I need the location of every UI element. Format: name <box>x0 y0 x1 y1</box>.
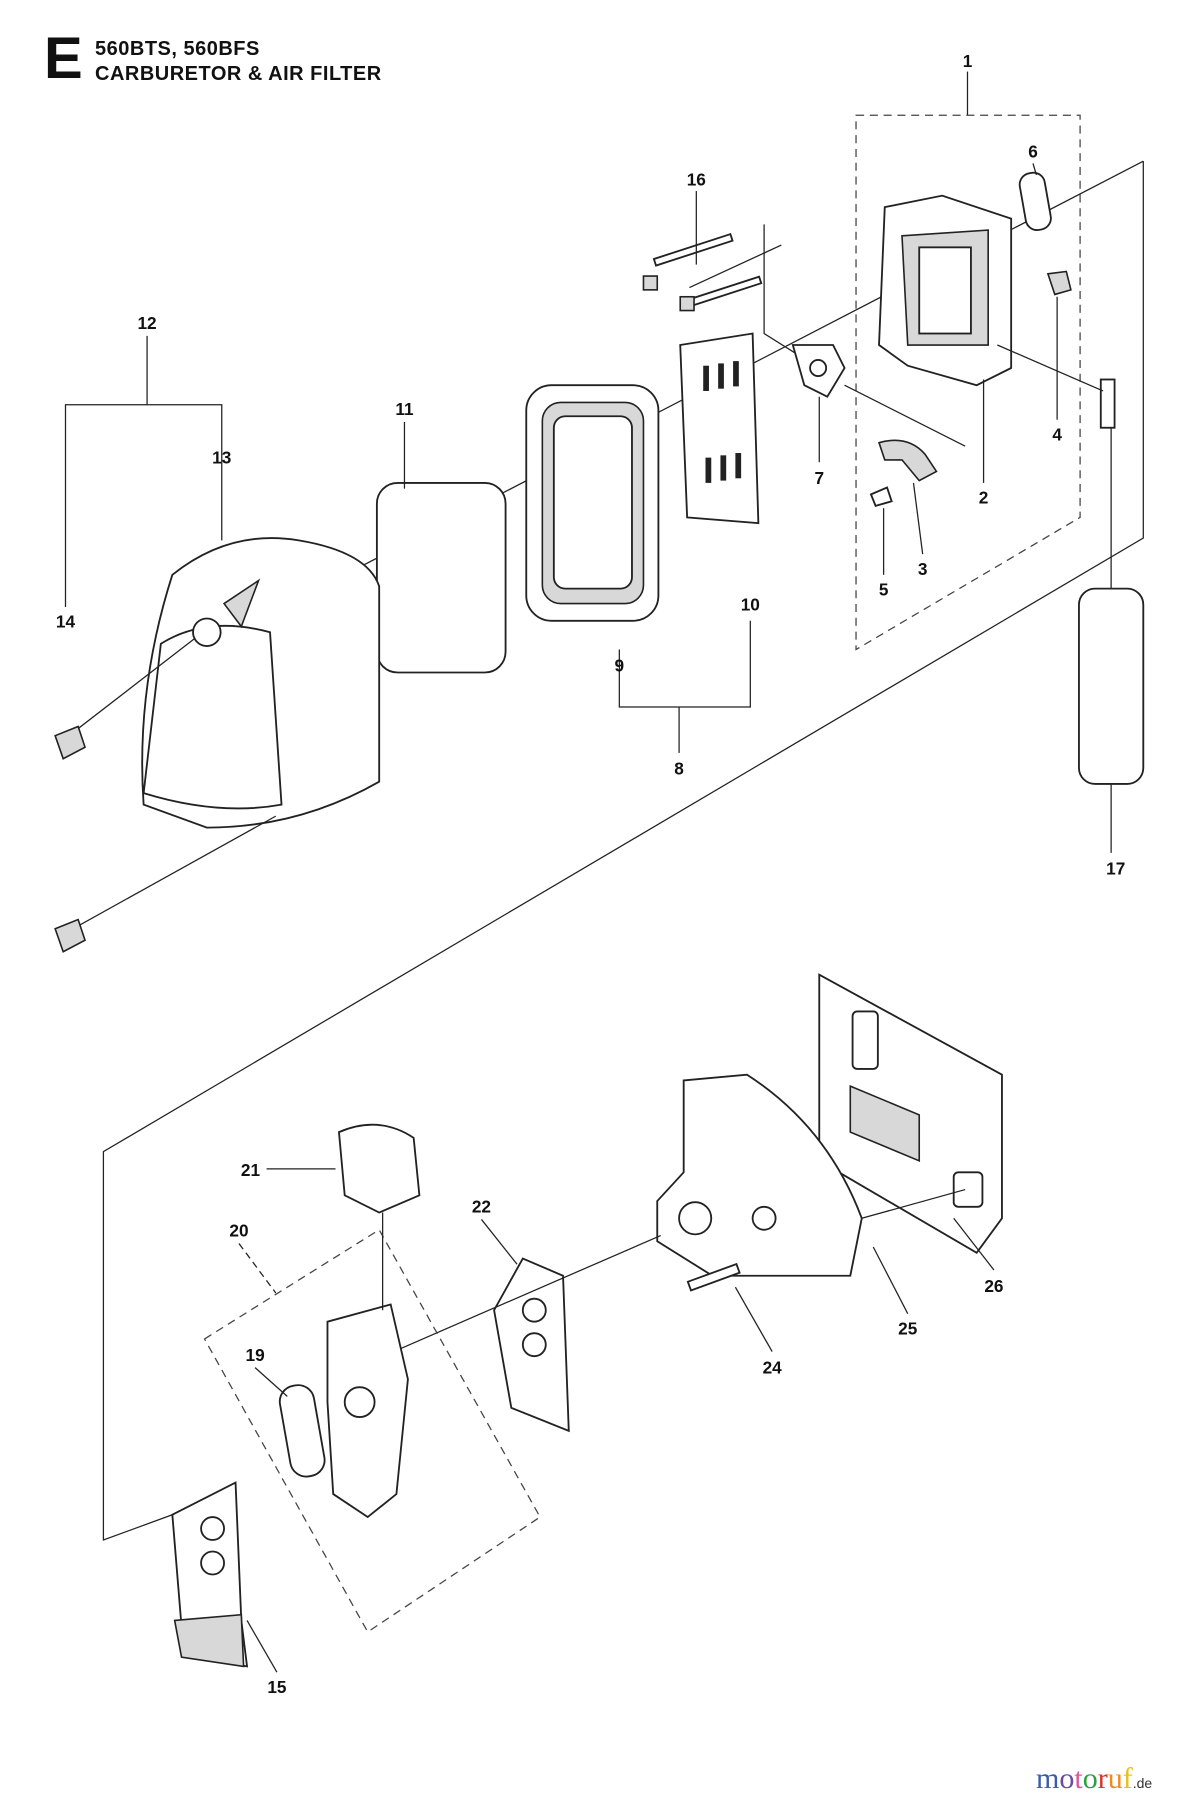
group-1-outline <box>855 114 1081 651</box>
callout-10: 10 <box>741 594 760 614</box>
callout-17: 17 <box>1106 859 1125 879</box>
callout-9: 9 <box>615 655 625 675</box>
filter-grille <box>679 332 760 525</box>
callout-15: 15 <box>267 1677 287 1697</box>
label-plate <box>1078 587 1145 785</box>
section-letter: E <box>44 26 83 91</box>
callout-1: 1 <box>963 51 973 71</box>
callout-8: 8 <box>674 759 684 779</box>
callout-21: 21 <box>241 1160 261 1180</box>
callout-19: 19 <box>246 1345 265 1365</box>
callout-2: 2 <box>979 488 989 508</box>
seal-ring <box>1018 171 1052 231</box>
wm-letter: f <box>1122 1762 1133 1795</box>
callout-11: 11 <box>395 399 414 419</box>
knob-lower <box>54 918 87 953</box>
knob-upper <box>54 725 87 760</box>
carburetor-cap <box>337 1123 421 1214</box>
callout-5: 5 <box>879 580 889 600</box>
callout-22: 22 <box>472 1197 491 1217</box>
filter-frame <box>525 384 660 622</box>
callout-26: 26 <box>984 1276 1003 1296</box>
diagram-title: CARBURETOR & AIR FILTER <box>95 63 382 85</box>
bolts <box>642 232 763 312</box>
o-ring <box>278 1384 326 1478</box>
wm-tld: .de <box>1132 1775 1153 1791</box>
air-filter-element <box>375 481 507 674</box>
wm-letter: r <box>1097 1762 1108 1795</box>
callout-25: 25 <box>898 1318 918 1338</box>
clip <box>877 439 938 482</box>
callout-3: 3 <box>918 559 928 579</box>
watermark-logo: motoruf.de <box>1036 1762 1152 1796</box>
nut <box>1046 270 1072 296</box>
wm-letter: t <box>1074 1762 1083 1795</box>
wm-letter: u <box>1107 1762 1123 1795</box>
wm-letter: m <box>1036 1762 1060 1795</box>
callout-20: 20 <box>229 1221 248 1241</box>
callout-12: 12 <box>137 313 156 333</box>
callout-14: 14 <box>56 612 76 632</box>
callout-6: 6 <box>1028 142 1038 162</box>
callout-7: 7 <box>814 468 824 488</box>
callout-16: 16 <box>687 169 706 189</box>
filter-cover <box>141 537 381 829</box>
model-numbers: 560BTS, 560BFS <box>95 38 260 60</box>
callout-labels: 1 2 3 4 5 6 7 8 9 10 11 12 13 14 15 16 1… <box>56 51 1125 1697</box>
screw <box>686 1262 741 1292</box>
wm-letter: o <box>1082 1762 1098 1795</box>
wm-letter: o <box>1059 1762 1075 1795</box>
air-filter-housing <box>878 194 1013 387</box>
callout-13: 13 <box>212 447 231 467</box>
callout-4: 4 <box>1052 424 1062 444</box>
callout-24: 24 <box>763 1357 783 1377</box>
